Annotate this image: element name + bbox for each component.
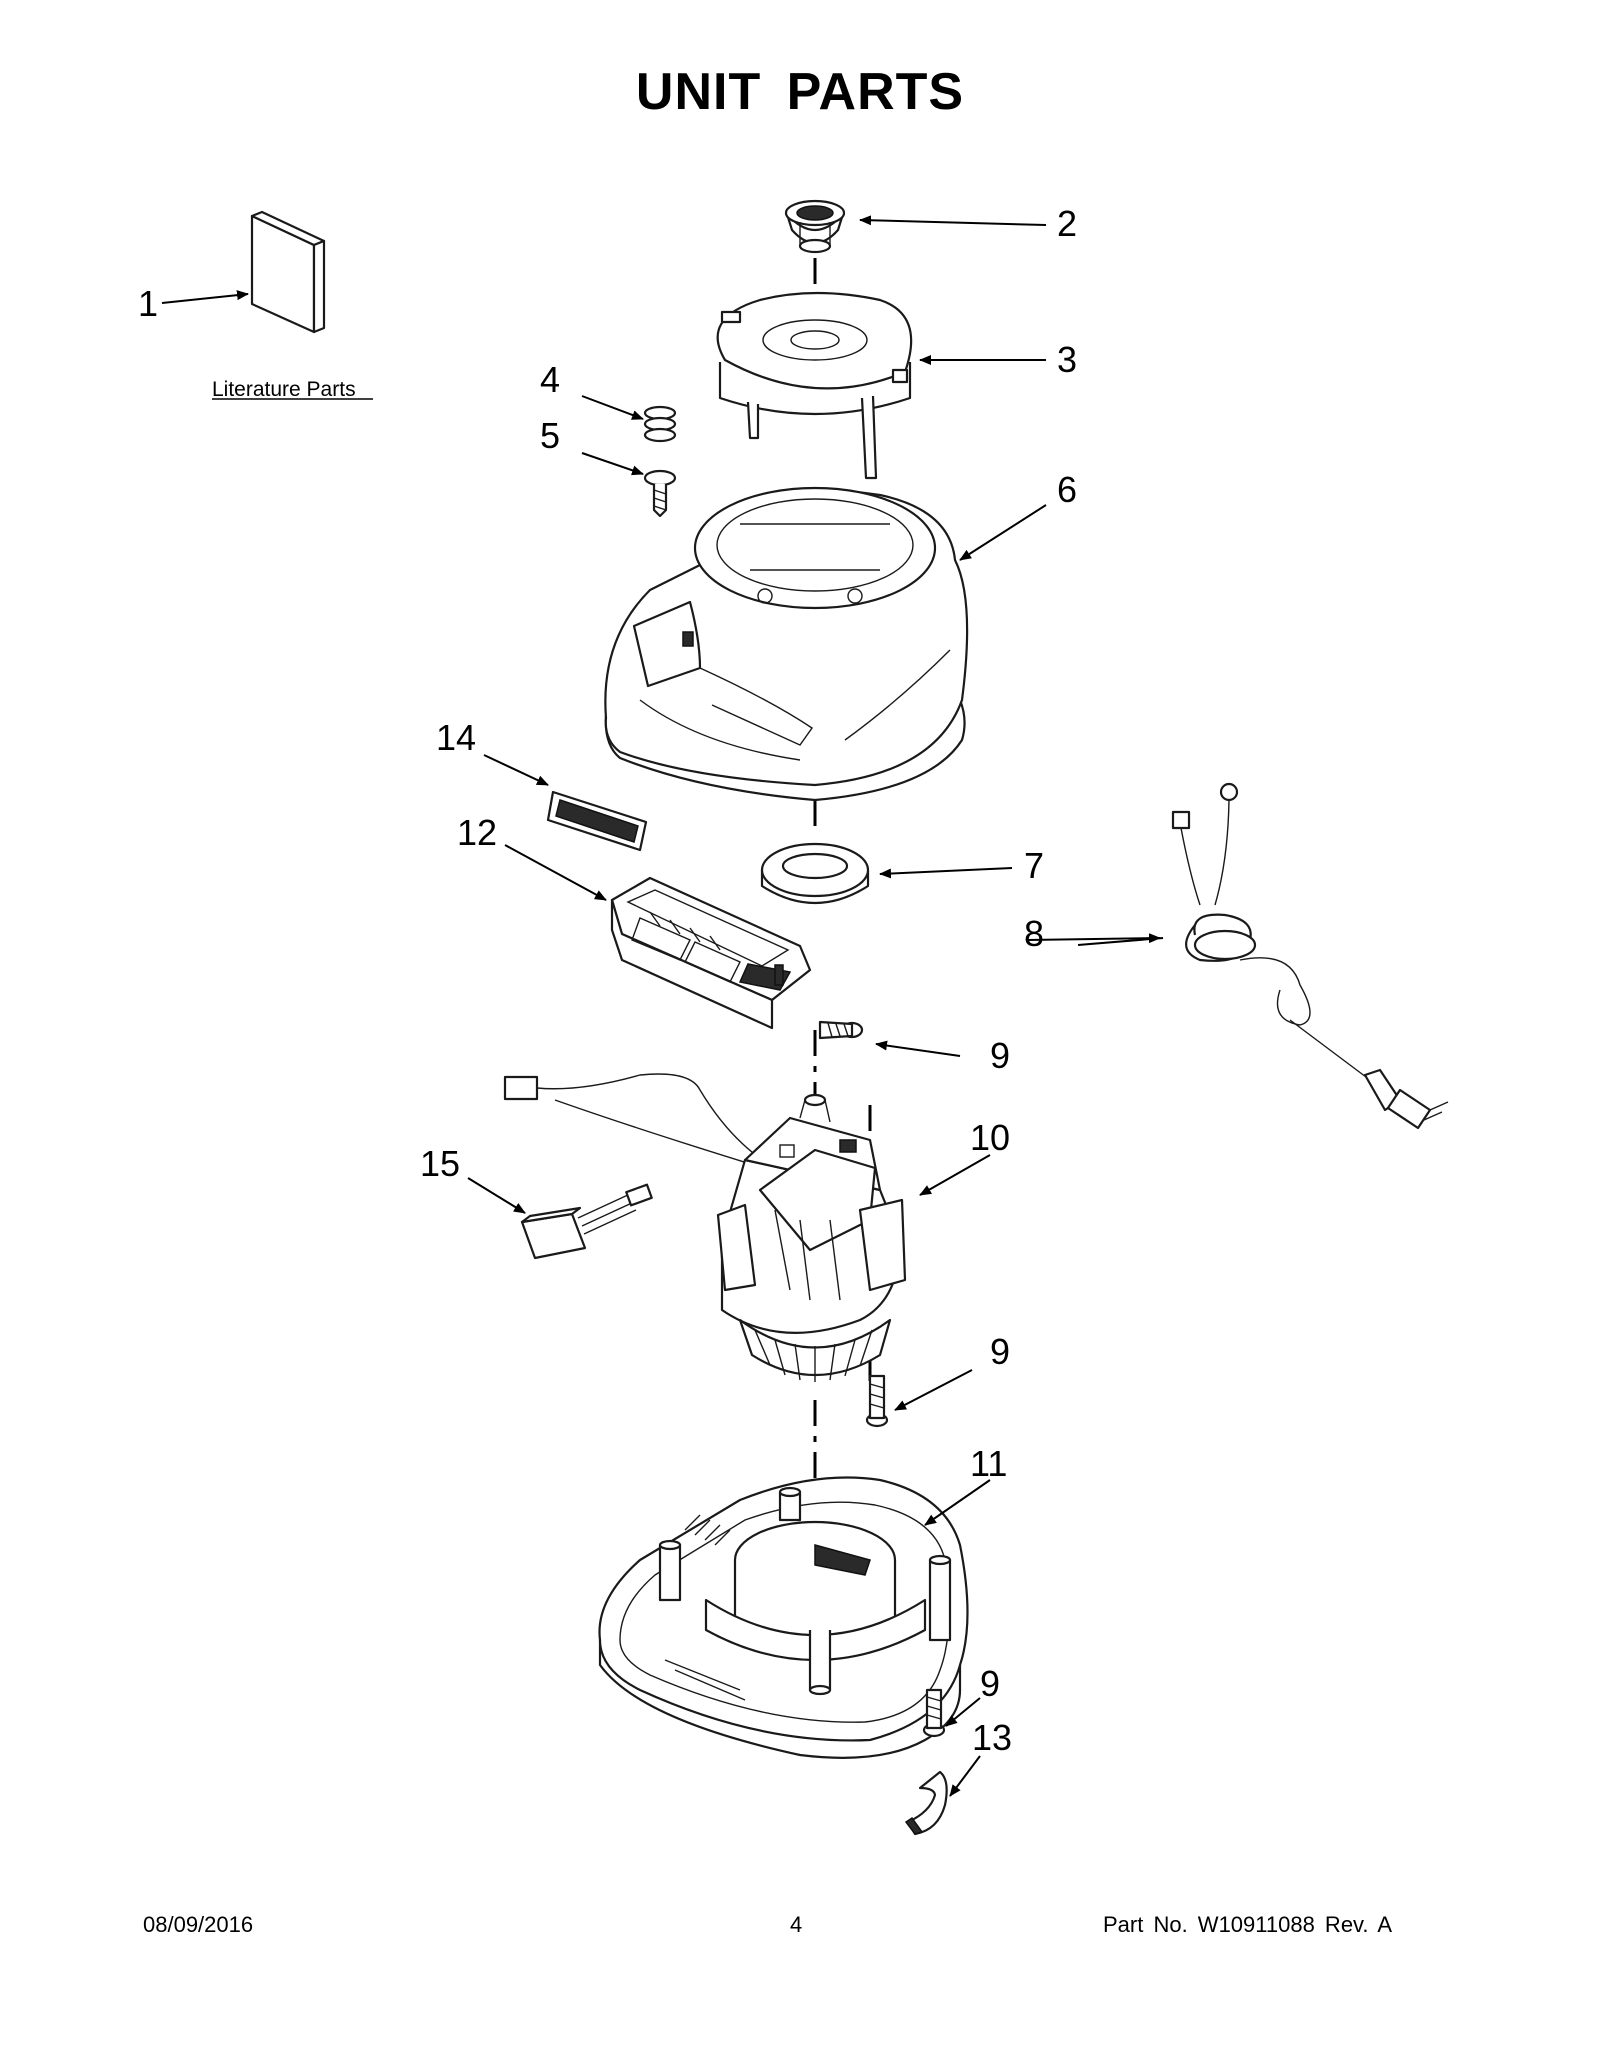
literature-parts-label: Literature Parts xyxy=(212,378,356,401)
callout-13: 13 xyxy=(972,1717,1012,1758)
part-coupler xyxy=(784,199,846,254)
part-foot xyxy=(904,1770,948,1836)
part-drive-plate xyxy=(716,291,913,480)
callout-2: 2 xyxy=(1057,203,1077,244)
callout-10: 10 xyxy=(970,1117,1010,1158)
callout-12: 12 xyxy=(457,812,497,853)
callout-7: 7 xyxy=(1024,845,1044,886)
callout-14: 14 xyxy=(436,717,476,758)
callout-3: 3 xyxy=(1057,339,1077,380)
footer-part-number: Part No. W10911088 Rev. A xyxy=(1103,1912,1393,1937)
callout-9-base: 9 xyxy=(980,1663,1000,1704)
callout-8: 8 xyxy=(1024,913,1044,954)
part-top-housing xyxy=(604,486,969,802)
callout-5: 5 xyxy=(540,415,560,456)
part-motor-assembly xyxy=(503,1073,907,1382)
part-power-cord xyxy=(1171,782,1449,1130)
part-literature-booklet xyxy=(250,210,326,334)
callout-15: 15 xyxy=(420,1143,460,1184)
leader-lines xyxy=(161,215,1164,1797)
callout-4: 4 xyxy=(540,359,560,400)
part-screw-base xyxy=(922,1688,946,1738)
part-seal-ring xyxy=(760,842,870,904)
callout-9-lower: 9 xyxy=(990,1331,1010,1372)
part-base xyxy=(598,1476,969,1759)
callout-11: 11 xyxy=(970,1443,1007,1484)
part-control-panel xyxy=(610,876,812,1030)
footer-date: 08/09/2016 xyxy=(143,1912,254,1937)
part-kitchenaid-badge xyxy=(546,790,648,852)
part-spring xyxy=(643,405,677,443)
callout-9-middle: 9 xyxy=(990,1035,1010,1076)
footer-page-number: 4 xyxy=(790,1912,803,1937)
page-title: UNIT PARTS xyxy=(635,63,965,121)
callout-6: 6 xyxy=(1057,469,1077,510)
part-wire-connector xyxy=(520,1183,653,1260)
part-screw-lower xyxy=(865,1374,889,1428)
callout-1: 1 xyxy=(138,283,158,324)
part-screw-top xyxy=(643,469,677,518)
part-screw-middle xyxy=(818,1020,864,1040)
